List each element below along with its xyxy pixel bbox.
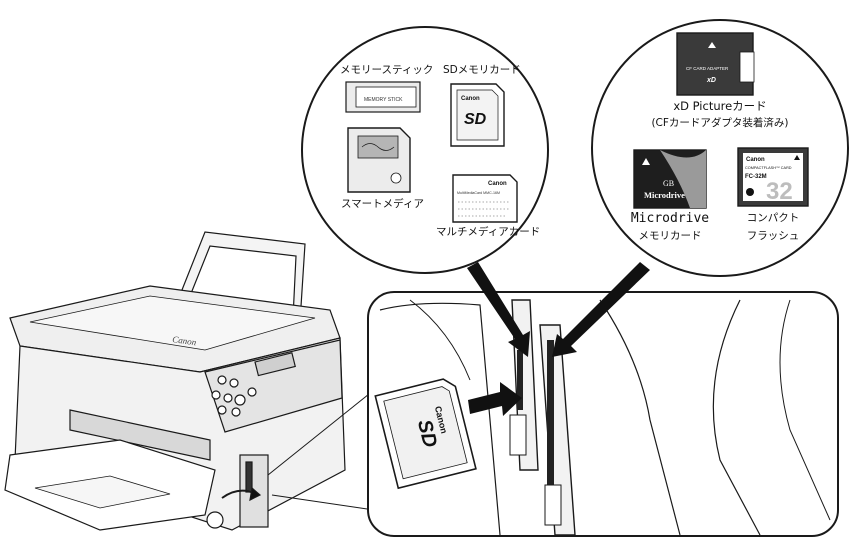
cf-header-print: COMPACTFLASH™ CARD [745,166,792,170]
mmc-brand: Canon [488,181,507,187]
cf-brand-print: Canon [746,157,765,163]
sd-card-brand-label: Canon [461,96,480,102]
panel-button [232,408,240,416]
panel-button [212,391,220,399]
slot-closeup-callout: Canon SD [268,292,838,536]
panel-button [248,388,256,396]
microdrive-sublabel: メモリカード [628,230,712,242]
panel-button [218,406,226,414]
cf-adapter-print: CF CARD ADAPTER [686,66,729,71]
callout-leader-line [272,495,374,510]
mmc-print: MultiMediaCard MMC-16M [457,191,500,195]
microdrive-card: GB Microdrive [634,150,706,208]
compactflash-card: Canon COMPACTFLASH™ CARD FC-32M 32 [738,148,808,206]
microdrive-label: Microdrive [622,212,718,227]
multimediacard: Canon MultiMediaCard MMC-16M [453,175,517,222]
panel-button [224,394,232,402]
xd-picture-label: xD Pictureカード [655,100,785,113]
cf-model-print: FC-32M [745,174,767,180]
cf-capacity-print: 32 [766,178,793,205]
memory-stick-card: MEMORY STICK [346,82,420,112]
smartmedia-card [348,128,410,192]
memory-stick-label: メモリースティック [340,64,433,76]
memory-stick-print: MEMORY STICK [364,97,403,103]
printer-power-lamp [207,512,223,528]
printer-card-slot [246,462,252,492]
panel-button [230,379,238,387]
sd-card-logo-label: SD [464,111,487,128]
microdrive-name-print: Microdrive [644,190,685,200]
compactflash-slot [547,340,554,490]
panel-button [235,395,245,405]
compactflash-sublabel: フラッシュ [738,230,808,242]
xd-picture-sublabel: (CFカードアダプタ装着済み) [645,117,795,129]
xd-cf-adapter-card: CF CARD ADAPTER xD [677,33,754,95]
slot-guide [510,415,526,455]
xd-logo-print: xD [706,77,716,84]
sd-card: Canon SD [451,84,504,146]
smartmedia-label: スマートメディア [341,198,424,210]
printer-illustration [5,232,345,530]
sd-card-label: SDメモリカード [443,64,521,76]
panel-button [218,376,226,384]
compactflash-label: コンパクト [738,212,808,224]
microdrive-capacity-print: GB [663,179,674,188]
multimedia-card-label: マルチメディアカード [436,226,540,238]
slot-guide [545,485,561,525]
